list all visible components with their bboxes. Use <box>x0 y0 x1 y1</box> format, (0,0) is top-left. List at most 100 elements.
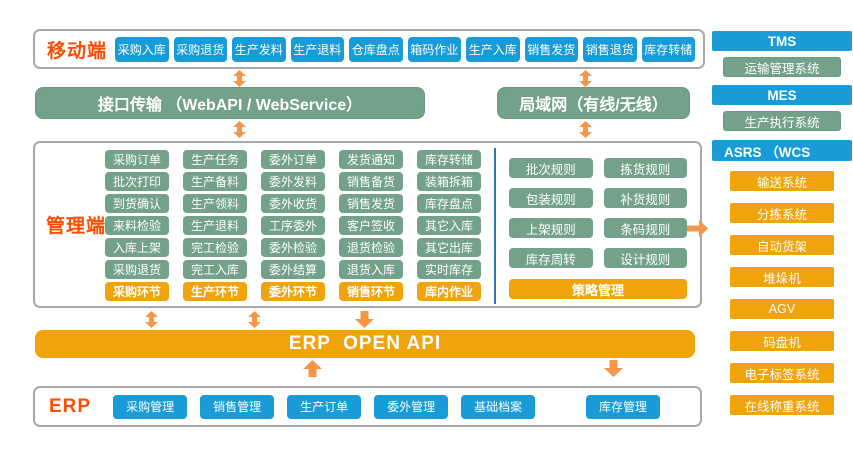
column-items: 采购订单批次打印到货确认来料检验入库上架采购退货 <box>105 150 169 279</box>
rule-button[interactable]: 包装规则 <box>509 188 593 208</box>
double-arrow-icon <box>145 311 158 328</box>
asrs-subsystem-button[interactable]: 码盘机 <box>730 331 834 351</box>
management-label-wrap: 管理端 <box>46 143 106 306</box>
column-footer-button[interactable]: 委外环节 <box>261 282 325 301</box>
double-arrow-icon <box>579 121 592 138</box>
module-button[interactable]: 批次打印 <box>105 172 169 191</box>
mobile-task-button[interactable]: 采购入库 <box>115 36 169 62</box>
strategy-rule-grid: 批次规则拣货规则包装规则补货规则上架规则条码规则库存周转设计规则 <box>509 158 687 268</box>
management-column-outsource: 委外订单委外发料委外收货工序委外委外检验委外结算 委外环节 <box>261 150 325 301</box>
module-button[interactable]: 委外结算 <box>261 260 325 279</box>
asrs-subsystem-button[interactable]: 在线称重系统 <box>730 395 834 415</box>
asrs-subsystem-list: 输送系统分拣系统自动货架堆垛机 AGV 码盘机电子标签系统在线称重系统 <box>712 171 852 415</box>
double-arrow-icon <box>233 70 246 87</box>
erp-module-button[interactable]: 生产订单 <box>287 394 362 419</box>
column-footer-button[interactable]: 生产环节 <box>183 282 247 301</box>
strategy-footer-button[interactable]: 策略管理 <box>509 279 687 299</box>
module-button[interactable]: 完工检验 <box>183 238 247 257</box>
erp-module-button[interactable]: 销售管理 <box>200 394 275 419</box>
rule-button[interactable]: 上架规则 <box>509 218 593 238</box>
asrs-subsystem-button[interactable]: 自动货架 <box>730 235 834 255</box>
management-column-purchase: 采购订单批次打印到货确认来料检验入库上架采购退货 采购环节 <box>105 150 169 301</box>
column-footer-button[interactable]: 库内作业 <box>417 282 481 301</box>
right-arrow-icon <box>687 220 708 237</box>
column-items: 发货通知销售备货销售发货客户签收退货检验退货入库 <box>339 150 403 279</box>
down-arrow-icon <box>604 360 623 377</box>
module-button[interactable]: 退货检验 <box>339 238 403 257</box>
module-button[interactable]: 到货确认 <box>105 194 169 213</box>
asrs-subsystem-button[interactable]: 堆垛机 <box>730 267 834 287</box>
module-button[interactable]: 装箱拆箱 <box>417 172 481 191</box>
module-button[interactable]: 工序委外 <box>261 216 325 235</box>
mes-header[interactable]: MES <box>712 85 852 105</box>
module-button[interactable]: 其它出库 <box>417 238 481 257</box>
erp-button-row: 采购管理销售管理生产订单委外管理基础档案 <box>113 394 536 419</box>
module-button[interactable]: 采购退货 <box>105 260 169 279</box>
module-button[interactable]: 生产退料 <box>183 216 247 235</box>
module-button[interactable]: 库存盘点 <box>417 194 481 213</box>
down-arrow-icon <box>355 311 374 328</box>
lan-bar: 局域网（有线/无线） <box>497 87 690 119</box>
module-button[interactable]: 生产备料 <box>183 172 247 191</box>
module-button[interactable]: 发货通知 <box>339 150 403 169</box>
asrs-subsystem-button[interactable]: 电子标签系统 <box>730 363 834 383</box>
mobile-task-button[interactable]: 箱码作业 <box>407 36 462 62</box>
rule-button[interactable]: 批次规则 <box>509 158 593 178</box>
mobile-task-button[interactable]: 生产入库 <box>466 36 520 62</box>
inventory-module-button[interactable]: 库存管理 <box>586 394 660 419</box>
column-footer-button[interactable]: 销售环节 <box>339 282 403 301</box>
rule-button[interactable]: 设计规则 <box>603 248 687 268</box>
management-column-warehouse: 库存转储装箱拆箱库存盘点其它入库其它出库实时库存 库内作业 <box>417 150 481 301</box>
management-panel: 管理端 采购订单批次打印到货确认来料检验入库上架采购退货 采购环节 生产任务生产… <box>33 141 702 308</box>
erp-panel: ERP 采购管理销售管理生产订单委外管理基础档案 库存管理 <box>33 386 702 427</box>
module-button[interactable]: 生产任务 <box>183 150 247 169</box>
module-button[interactable]: 完工入库 <box>183 260 247 279</box>
mobile-button-row: 采购入库采购退货生产发料生产退料仓库盘点箱码作业生产入库销售发货销售退货库存转储 <box>115 36 696 62</box>
section-divider <box>494 148 496 304</box>
module-button[interactable]: 退货入库 <box>339 260 403 279</box>
up-arrow-icon <box>303 360 322 377</box>
module-button[interactable]: 入库上架 <box>105 238 169 257</box>
asrs-wcs-header[interactable]: ASRS （WCS <box>712 140 852 161</box>
rule-button[interactable]: 库存周转 <box>509 248 593 268</box>
module-button[interactable]: 其它入库 <box>417 216 481 235</box>
mes-subsystem-button[interactable]: 生产执行系统 <box>723 111 841 131</box>
rule-button[interactable]: 补货规则 <box>603 188 687 208</box>
erp-label: ERP <box>49 395 92 417</box>
erp-module-button[interactable]: 采购管理 <box>113 394 188 419</box>
mobile-task-button[interactable]: 库存转储 <box>641 36 696 62</box>
asrs-subsystem-button[interactable]: 输送系统 <box>730 171 834 191</box>
mobile-task-button[interactable]: 销售退货 <box>583 36 637 62</box>
erp-module-button[interactable]: 委外管理 <box>374 394 449 419</box>
mobile-task-button[interactable]: 销售发货 <box>524 36 579 62</box>
module-button[interactable]: 委外检验 <box>261 238 325 257</box>
tms-header[interactable]: TMS <box>712 31 852 51</box>
rule-button[interactable]: 条码规则 <box>603 218 687 238</box>
module-button[interactable]: 销售发货 <box>339 194 403 213</box>
asrs-subsystem-button[interactable]: AGV <box>730 299 834 319</box>
erp-module-button[interactable]: 基础档案 <box>461 394 536 419</box>
mobile-task-button[interactable]: 生产发料 <box>232 36 286 62</box>
module-button[interactable]: 委外订单 <box>261 150 325 169</box>
module-button[interactable]: 客户签收 <box>339 216 403 235</box>
tms-subsystem-button[interactable]: 运输管理系统 <box>723 57 841 77</box>
module-button[interactable]: 委外发料 <box>261 172 325 191</box>
module-button[interactable]: 采购订单 <box>105 150 169 169</box>
module-button[interactable]: 库存转储 <box>417 150 481 169</box>
erp-open-api-bar: ERP OPEN API <box>35 330 695 358</box>
mobile-task-button[interactable]: 生产退料 <box>290 36 345 62</box>
mobile-terminal-label: 移动端 <box>47 40 108 62</box>
module-button[interactable]: 销售备货 <box>339 172 403 191</box>
mobile-terminal-panel: 移动端 采购入库采购退货生产发料生产退料仓库盘点箱码作业生产入库销售发货销售退货… <box>33 29 705 69</box>
rule-button[interactable]: 拣货规则 <box>603 158 687 178</box>
column-items: 库存转储装箱拆箱库存盘点其它入库其它出库实时库存 <box>417 150 481 279</box>
mobile-task-button[interactable]: 采购退货 <box>173 36 228 62</box>
module-button[interactable]: 实时库存 <box>417 260 481 279</box>
module-button[interactable]: 委外收货 <box>261 194 325 213</box>
mobile-task-button[interactable]: 仓库盘点 <box>349 36 403 62</box>
module-button[interactable]: 来料检验 <box>105 216 169 235</box>
column-footer-button[interactable]: 采购环节 <box>105 282 169 301</box>
asrs-subsystem-button[interactable]: 分拣系统 <box>730 203 834 223</box>
module-button[interactable]: 生产领料 <box>183 194 247 213</box>
